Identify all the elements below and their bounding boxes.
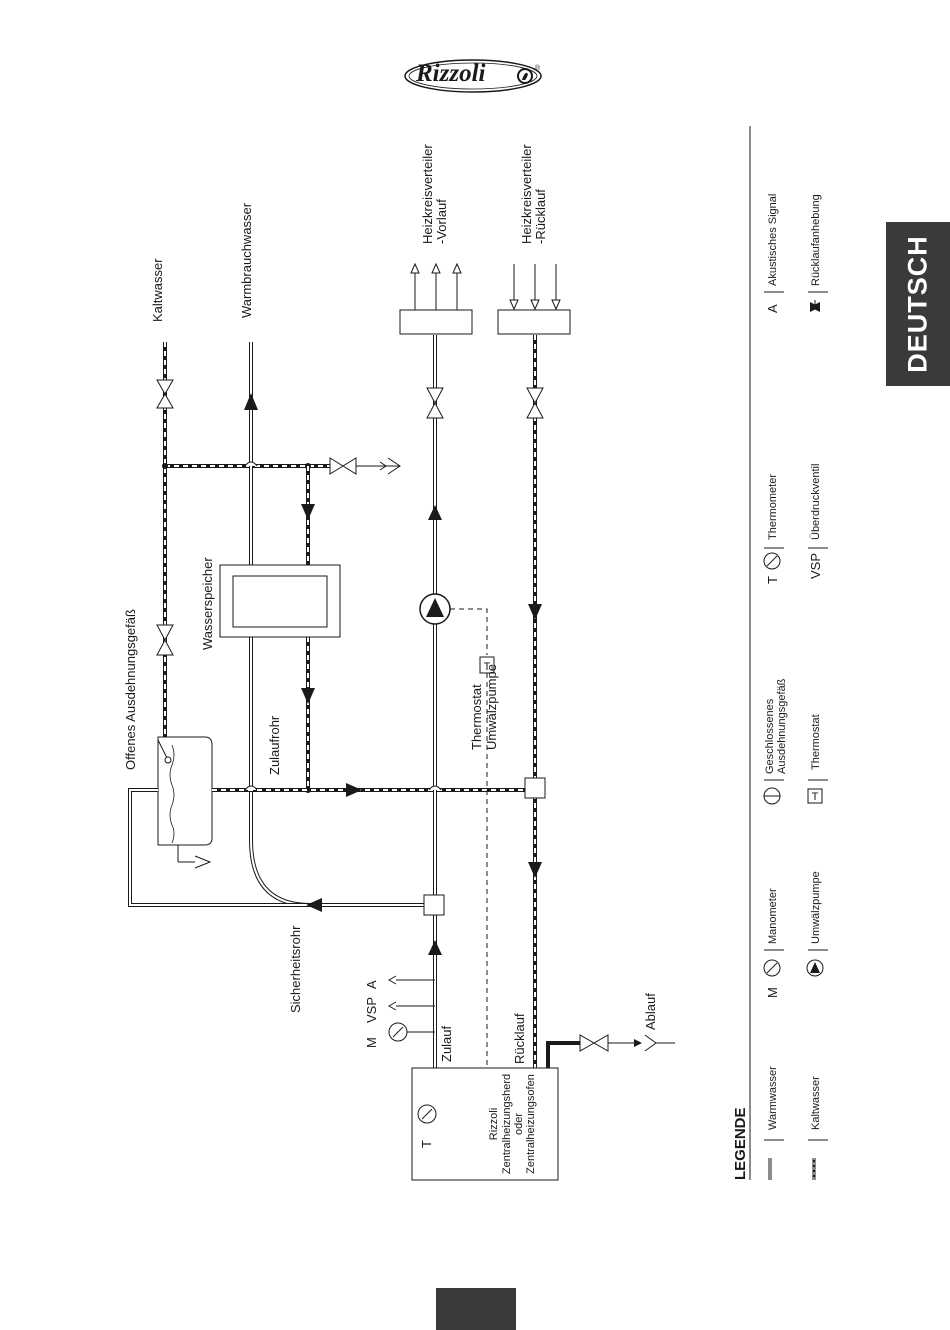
- label-ausdehnung: Offenes Ausdehnungsgefäß: [123, 609, 138, 770]
- flow-manifold: [399, 309, 473, 335]
- label-vorlauf-1: Heizkreisverteiler: [420, 144, 435, 244]
- open-expansion-vessel: [157, 736, 213, 869]
- legend-manometer: M Manometer: [763, 888, 784, 998]
- water-storage-tank-inner: [232, 575, 328, 628]
- legend-thermostat-label: Thermostat: [810, 714, 822, 770]
- label-thermostat: Thermostat: [469, 684, 484, 750]
- legend-warmwasser-label: Warmwasser: [767, 1066, 779, 1130]
- legend-thermostat: T Thermostat: [807, 714, 828, 804]
- boiler-unit: [411, 1067, 559, 1181]
- legend-akustisch-symbol: A: [765, 304, 780, 313]
- legend-vsp-symbol: VSP: [808, 553, 823, 579]
- logo-wordmark: Rizzoli: [416, 60, 486, 87]
- label-boiler-t: T: [419, 1140, 434, 1148]
- return-manifold: [497, 309, 571, 335]
- legend-akustisch: A Akustisches Signal: [764, 194, 784, 313]
- label-boiler-4: Zentralheizungsofen: [525, 1074, 537, 1174]
- label-zulaufrohr: Zulaufrohr: [267, 715, 282, 775]
- logo-frame: ®: [404, 59, 542, 93]
- label-vsp: VSP: [364, 997, 379, 1023]
- label-boiler-3: oder: [513, 1113, 525, 1135]
- label-umwaelzpumpe: Umwälzpumpe: [484, 664, 499, 750]
- legend-thermometer-symbol: T: [765, 576, 780, 584]
- label-boiler-2: Zentralheizungsherd: [501, 1074, 513, 1174]
- legend-umwaelzpumpe: Umwälzpumpe: [806, 871, 828, 977]
- legend-geschlossen-label-2: Ausdehnungsgefäß: [776, 678, 788, 774]
- label-zulauf: Zulauf: [439, 1025, 454, 1062]
- legend-manometer-label: Manometer: [767, 888, 779, 944]
- legend-kaltwasser-label: Kaltwasser: [810, 1076, 822, 1130]
- label-ablauf: Ablauf: [643, 993, 658, 1030]
- outlet-funnel-icon: [374, 457, 401, 475]
- valve-icon: [526, 387, 544, 419]
- valve-icon: [426, 387, 444, 419]
- legend-geschlossen-label-1: Geschlossenes: [764, 698, 776, 774]
- label-warmbrauchwasser: Warmbrauchwasser: [239, 202, 254, 318]
- legend-kaltwasser: Kaltwasser: [808, 1076, 828, 1180]
- legend-thermometer: T Thermometer: [763, 474, 784, 584]
- legend-thermostat-symbol: T: [812, 791, 819, 803]
- legend-geschlossenes: Geschlossenes Ausdehnungsgefäß: [763, 678, 788, 805]
- page-number-box: [436, 1288, 516, 1330]
- legend-ruecklaufanhebung: Rücklaufanhebung: [808, 194, 828, 312]
- legend-akustisch-label: Akustisches Signal: [767, 194, 779, 286]
- legend-umwaelzpumpe-label: Umwälzpumpe: [810, 871, 822, 944]
- valve-icon: [156, 624, 174, 656]
- label-boiler-1: Rizzoli: [488, 1108, 500, 1140]
- relief-valve-icon: [387, 1001, 397, 1011]
- label-sicherheitsrohr: Sicherheitsrohr: [288, 925, 303, 1013]
- legend-ueberdruck: VSP Überdruckventil: [808, 464, 828, 579]
- valve-icon: [156, 379, 174, 409]
- legend-manometer-symbol: M: [765, 987, 780, 998]
- logo-registered-mark: ®: [535, 64, 541, 72]
- safety-pipe: [128, 788, 425, 907]
- valve-icon: [329, 457, 357, 475]
- brand-logo: ®: [403, 58, 543, 94]
- drain-funnel-icon: [644, 1034, 657, 1052]
- label-a: A: [364, 980, 379, 989]
- legend-thermometer-label: Thermometer: [767, 474, 779, 540]
- label-vorlauf-2: -Vorlauf: [434, 199, 449, 244]
- legend-ruecklaufanhebung-label: Rücklaufanhebung: [810, 194, 822, 286]
- label-m: M: [364, 1037, 379, 1048]
- label-wasserspeicher: Wasserspeicher: [200, 557, 215, 650]
- legend-ueberdruck-label: Überdruckventil: [810, 464, 822, 540]
- thermostat-box-label: T: [484, 661, 491, 673]
- acoustic-signal-icon: [387, 975, 397, 985]
- valve-icon: [579, 1034, 609, 1052]
- language-tab: [886, 222, 950, 386]
- t-junction: [524, 777, 546, 799]
- label-ruecklauf: Rücklauf: [512, 1013, 527, 1064]
- label-ruecklauf-2: -Rücklauf: [533, 189, 548, 244]
- legend-title: LEGENDE: [732, 1107, 749, 1180]
- circulation-pump-icon: [419, 593, 451, 625]
- label-ruecklauf-1: Heizkreisverteiler: [519, 144, 534, 244]
- legend-warmwasser: Warmwasser: [764, 1066, 784, 1180]
- t-junction: [423, 894, 445, 916]
- label-kaltwasser: Kaltwasser: [150, 258, 165, 322]
